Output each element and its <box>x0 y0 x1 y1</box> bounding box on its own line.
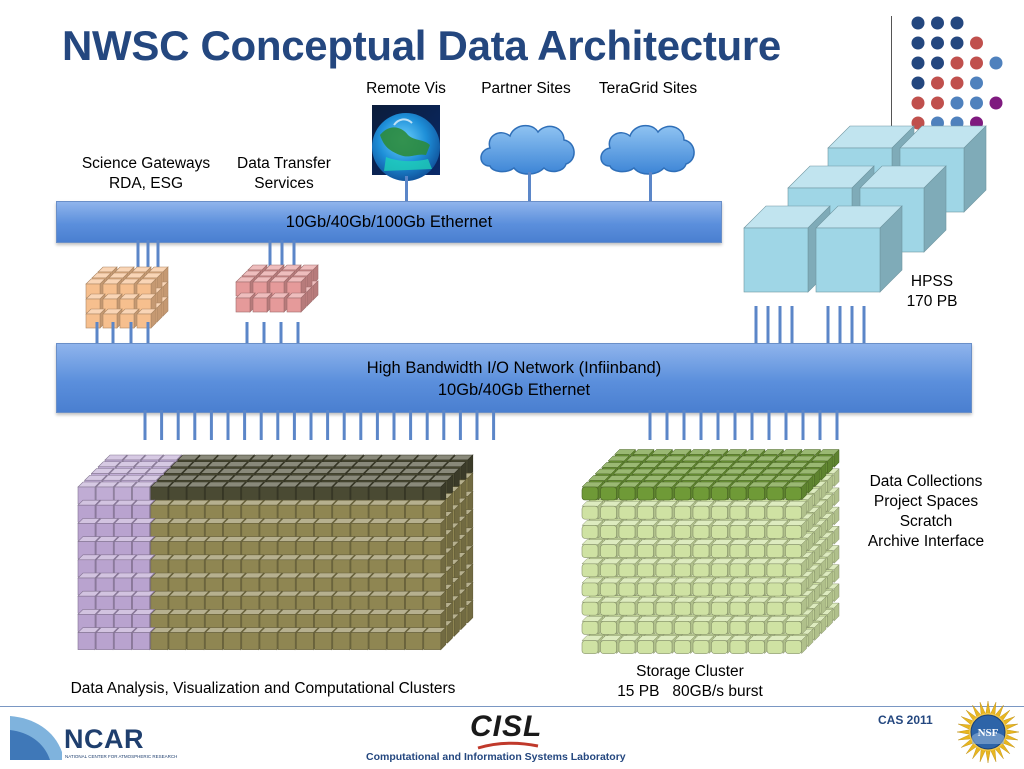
decorative-dot <box>931 77 944 90</box>
data-transfer-line2: Services <box>226 174 342 194</box>
footer-divider <box>0 706 1024 707</box>
decorative-dot <box>990 57 1003 70</box>
page-title: NWSC Conceptual Data Architecture <box>62 22 781 70</box>
connector <box>405 176 408 202</box>
decorative-dot <box>912 37 925 50</box>
io-network-line1: High Bandwidth I/O Network (Infiinband) <box>57 357 971 379</box>
data-transfer-line1: Data Transfer <box>226 154 342 174</box>
decorative-dot <box>931 37 944 50</box>
cisl-logo-swoosh <box>478 742 538 750</box>
teragrid-sites-cloud-icon <box>596 114 700 178</box>
storage-cluster-disks <box>578 425 868 665</box>
remote-vis-globe-image <box>372 105 440 175</box>
decorative-dot <box>912 17 925 30</box>
io-network-bar: High Bandwidth I/O Network (Infiinband) … <box>56 343 972 413</box>
data-collections-line4: Archive Interface <box>856 532 996 552</box>
storage-cluster-label: Storage Cluster 15 PB 80GB/s burst <box>600 662 780 702</box>
decorative-dot <box>931 17 944 30</box>
cisl-logo-text: CISL <box>470 710 560 744</box>
connector <box>528 172 531 202</box>
decorative-dot <box>951 17 964 30</box>
data-transfer-servers <box>230 262 330 322</box>
data-transfer-label: Data Transfer Services <box>226 154 342 194</box>
nsf-seal-text: NSF <box>978 727 999 739</box>
decorative-dot <box>990 97 1003 110</box>
io-network-line2: 10Gb/40Gb Ethernet <box>57 379 971 401</box>
teragrid-sites-label: TeraGrid Sites <box>590 79 706 99</box>
decorative-dot <box>931 57 944 70</box>
science-gateways-label: Science Gateways RDA, ESG <box>70 154 222 194</box>
connector <box>649 172 652 202</box>
partner-sites-cloud-icon <box>476 114 580 178</box>
decorative-dot <box>951 57 964 70</box>
decorative-dot <box>970 37 983 50</box>
decorative-dot <box>970 97 983 110</box>
ncar-logo-subtext: NATIONAL CENTER FOR ATMOSPHERIC RESEARCH <box>65 754 177 759</box>
remote-vis-label: Remote Vis <box>358 79 454 99</box>
decorative-dot <box>951 77 964 90</box>
science-gateways-line2: RDA, ESG <box>70 174 222 194</box>
conference-label: CAS 2011 <box>878 713 933 727</box>
hpss-to-io-connectors <box>740 306 880 346</box>
decorative-dot <box>912 77 925 90</box>
data-collections-line3: Scratch <box>856 512 996 532</box>
ncar-logo: NCAR NATIONAL CENTER FOR ATMOSPHERIC RES… <box>10 712 160 764</box>
storage-cluster-line1: Storage Cluster <box>600 662 780 682</box>
hpss-label: HPSS 170 PB <box>890 272 974 312</box>
hpss-line1: HPSS <box>890 272 974 292</box>
nsf-seal-logo: NSF <box>956 700 1020 764</box>
ncar-logo-text: NCAR <box>64 724 144 755</box>
partner-sites-label: Partner Sites <box>472 79 580 99</box>
decorative-dot <box>970 77 983 90</box>
hpss-line2: 170 PB <box>890 292 974 312</box>
decorative-dot <box>912 57 925 70</box>
cisl-fullname: Computational and Information Systems La… <box>366 751 626 763</box>
cisl-logo: CISL <box>470 710 560 750</box>
computational-clusters-cubes <box>70 425 510 680</box>
decorative-dot <box>951 37 964 50</box>
clusters-label: Data Analysis, Visualization and Computa… <box>50 679 476 699</box>
decorative-dot-grid <box>900 8 1024 128</box>
science-gateways-line1: Science Gateways <box>70 154 222 174</box>
data-collections-line2: Project Spaces <box>856 492 996 512</box>
ethernet-bar: 10Gb/40Gb/100Gb Ethernet <box>56 201 722 243</box>
decorative-dot <box>970 57 983 70</box>
data-collections-label: Data Collections Project Spaces Scratch … <box>856 472 996 552</box>
decorative-dot <box>912 97 925 110</box>
data-collections-line1: Data Collections <box>856 472 996 492</box>
ethernet-bar-label: 10Gb/40Gb/100Gb Ethernet <box>57 202 721 233</box>
storage-cluster-line2: 15 PB 80GB/s burst <box>600 682 780 702</box>
decorative-dot <box>931 97 944 110</box>
decorative-dot <box>951 97 964 110</box>
